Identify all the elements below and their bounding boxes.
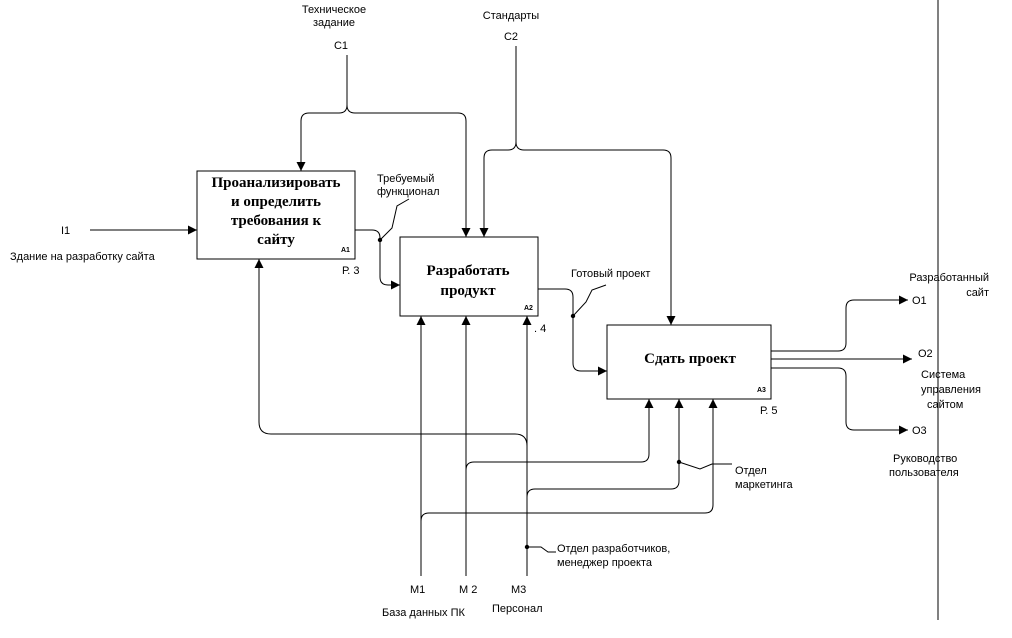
- output-label-o3-line-1: Руководство: [893, 453, 957, 465]
- box-a1-title-line-1: Проанализировать: [212, 175, 341, 191]
- output-arrow-o1[interactable]: [771, 295, 908, 352]
- control-label-c1-line-1: Техническое: [302, 4, 366, 16]
- control-label-c1-line-2: задание: [313, 17, 355, 29]
- control-code-c1: C1: [334, 40, 348, 52]
- mechanism-arrow-m3[interactable]: [254, 259, 732, 576]
- mechanism-label-m3: Персонал: [492, 603, 543, 615]
- box-a1-title-line-2: и определить: [231, 194, 321, 210]
- box-a3-ref: Р. 5: [760, 405, 778, 417]
- output-label-o2-line-3: сайтом: [927, 399, 963, 411]
- activity-box-a3[interactable]: Сдать проект A3: [606, 324, 772, 400]
- activity-box-a2[interactable]: Разработать продукт A2: [399, 236, 539, 317]
- mechanism-code-m2: M 2: [459, 584, 477, 596]
- box-a2-node: A2: [524, 305, 533, 312]
- box-a1-title-line-3: требования к: [231, 213, 322, 229]
- label-required-line-1: Требуемый: [377, 173, 434, 185]
- box-a3-title-line-1: Сдать проект: [644, 351, 736, 367]
- box-a2-ref: . 4: [534, 323, 546, 335]
- control-code-c2: C2: [504, 31, 518, 43]
- output-code-o3: O3: [912, 425, 927, 437]
- mechanism-code-m3: M3: [511, 584, 526, 596]
- label-marketing-line-1: Отдел: [735, 465, 767, 477]
- activity-box-a1[interactable]: Проанализировать и определить требования…: [196, 170, 356, 260]
- input-code-i1: I1: [61, 225, 70, 237]
- output-label-o2-line-1: Система: [921, 369, 966, 381]
- label-finished-project: Готовый проект: [571, 268, 650, 280]
- output-label-o2-line-2: управления: [921, 384, 981, 396]
- input-label-i1: Здание на разработку сайта: [10, 251, 156, 263]
- output-arrow-o3[interactable]: [771, 367, 908, 435]
- box-a3-node: A3: [757, 387, 766, 394]
- output-code-o2: O2: [918, 348, 933, 360]
- mechanism-code-m1: M1: [410, 584, 425, 596]
- label-devs-line-1: Отдел разработчиков,: [557, 543, 670, 555]
- label-marketing-line-2: маркетинга: [735, 479, 794, 491]
- mechanism-arrow-m1[interactable]: [416, 316, 718, 576]
- box-a1-ref: Р. 3: [342, 265, 360, 277]
- output-label-o1-line-2: сайт: [966, 287, 989, 299]
- arrow-required-functionality[interactable]: [355, 198, 410, 290]
- label-required-line-2: функционал: [377, 186, 440, 198]
- mechanism-arrow-m2[interactable]: [461, 316, 654, 576]
- box-a1-node: A1: [341, 247, 350, 254]
- box-a2-title-line-1: Разработать: [426, 263, 509, 279]
- output-label-o3-line-2: пользователя: [889, 467, 959, 479]
- control-arrow-c1[interactable]: [296, 55, 471, 237]
- output-code-o1: O1: [912, 295, 927, 307]
- label-devs-line-2: менеджер проекта: [557, 557, 653, 569]
- control-label-c2: Стандарты: [483, 10, 540, 22]
- mechanism-label-m1: База данных ПК: [382, 607, 465, 619]
- output-label-o1-line-1: Разработанный: [909, 272, 989, 284]
- arrow-finished-project[interactable]: [538, 284, 607, 376]
- box-a2-title-line-2: продукт: [440, 283, 496, 299]
- box-a1-title-line-4: сайту: [257, 232, 295, 248]
- control-arrow-c2[interactable]: [479, 46, 676, 325]
